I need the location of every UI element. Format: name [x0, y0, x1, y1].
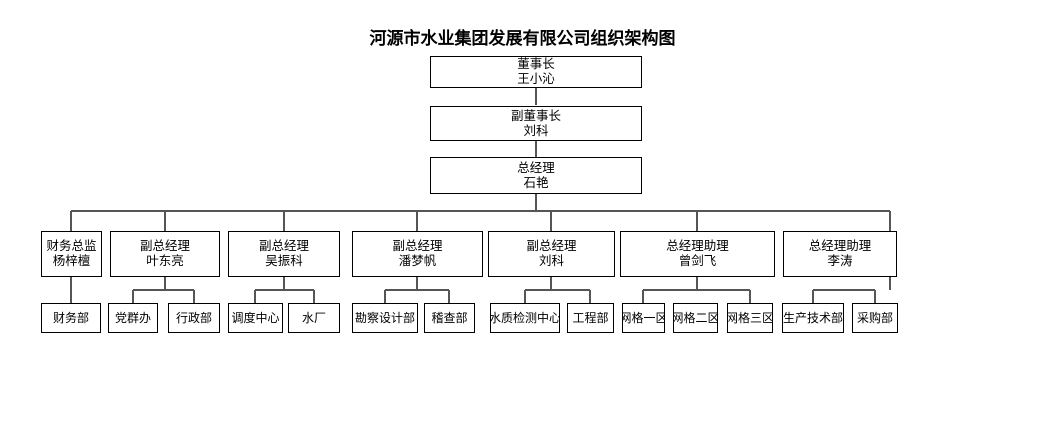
node-dept-administration[interactable]: 行政部 — [168, 303, 220, 333]
node-dept-inspection[interactable]: 稽查部 — [424, 303, 475, 333]
node-vgm-wu-title: 副总经理 — [258, 238, 309, 254]
node-vice-chairman[interactable]: 副董事长 刘科 — [430, 106, 642, 141]
node-dept-grid-three-label: 网格三区 — [727, 310, 773, 325]
node-dept-inspection-label: 稽查部 — [431, 310, 468, 325]
node-dept-grid-one-label: 网格一区 — [623, 310, 664, 325]
node-vgm-ye-title: 副总经理 — [139, 238, 190, 254]
node-general-manager-title: 总经理 — [517, 159, 555, 175]
node-general-manager-name: 石艳 — [523, 174, 549, 190]
node-vgm-ye-name: 叶东亮 — [146, 253, 184, 268]
node-dept-production-technology[interactable]: 生产技术部 — [782, 303, 844, 333]
node-dept-purchasing[interactable]: 采购部 — [852, 303, 898, 333]
node-dept-water-quality[interactable]: 水质检测中心 — [490, 303, 560, 333]
node-vgm-wu-name: 吴振科 — [265, 253, 303, 268]
node-vgm-pan-title: 副总经理 — [392, 238, 443, 254]
node-vgm-pan-name: 潘梦帆 — [398, 253, 437, 268]
node-dept-grid-one[interactable]: 网格一区 — [622, 303, 665, 333]
node-dept-production-technology-label: 生产技术部 — [783, 310, 844, 325]
node-assistant-zeng-title: 总经理助理 — [666, 238, 729, 254]
node-dept-party-office-label: 党群办 — [114, 310, 151, 325]
node-cfo-title: 财务总监 — [46, 238, 97, 254]
node-vgm-liu-name: 刘科 — [538, 253, 564, 268]
node-chairman[interactable]: 董事长 王小沁 — [430, 56, 642, 88]
node-dept-engineering[interactable]: 工程部 — [567, 303, 614, 333]
node-vgm-pan[interactable]: 副总经理 潘梦帆 — [352, 231, 483, 277]
node-vgm-wu[interactable]: 副总经理 吴振科 — [228, 231, 340, 277]
page-title: 河源市水业集团发展有限公司组织架构图 — [369, 29, 676, 49]
node-dept-finance[interactable]: 财务部 — [41, 303, 101, 333]
node-cfo[interactable]: 财务总监 杨梓檀 — [41, 231, 102, 277]
node-vgm-ye[interactable]: 副总经理 叶东亮 — [110, 231, 220, 277]
node-assistant-li-title: 总经理助理 — [808, 238, 872, 254]
node-vgm-liu-title: 副总经理 — [526, 238, 577, 254]
node-dept-survey-design[interactable]: 勘察设计部 — [352, 303, 418, 333]
node-dept-dispatch-center[interactable]: 调度中心 — [228, 303, 283, 333]
node-dept-water-quality-label: 水质检测中心 — [490, 310, 560, 325]
node-dept-engineering-label: 工程部 — [572, 310, 609, 325]
node-dept-survey-design-label: 勘察设计部 — [354, 310, 415, 325]
node-dept-purchasing-label: 采购部 — [856, 310, 893, 325]
node-vgm-liu[interactable]: 副总经理 刘科 — [488, 231, 615, 277]
node-assistant-zeng[interactable]: 总经理助理 曾剑飞 — [620, 231, 775, 277]
node-chairman-name: 王小沁 — [517, 71, 555, 86]
node-vice-chairman-name: 刘科 — [523, 122, 549, 138]
node-assistant-zeng-name: 曾剑飞 — [678, 253, 717, 268]
node-cfo-name: 杨梓檀 — [52, 253, 91, 268]
node-dept-dispatch-center-label: 调度中心 — [231, 310, 280, 325]
node-chairman-title: 董事长 — [517, 56, 555, 72]
node-dept-party-office[interactable]: 党群办 — [108, 303, 158, 333]
node-dept-water-plant[interactable]: 水厂 — [288, 303, 340, 333]
node-vice-chairman-title: 副董事长 — [510, 107, 561, 123]
node-dept-finance-label: 财务部 — [52, 310, 89, 325]
node-dept-water-plant-label: 水厂 — [301, 310, 326, 325]
node-general-manager[interactable]: 总经理 石艳 — [430, 157, 642, 194]
node-assistant-li[interactable]: 总经理助理 李涛 — [783, 231, 897, 277]
node-dept-grid-three[interactable]: 网格三区 — [727, 303, 773, 333]
node-dept-administration-label: 行政部 — [175, 310, 212, 325]
node-dept-grid-two-label: 网格二区 — [673, 310, 718, 325]
node-dept-grid-two[interactable]: 网格二区 — [673, 303, 718, 333]
node-assistant-li-name: 李涛 — [827, 253, 853, 268]
